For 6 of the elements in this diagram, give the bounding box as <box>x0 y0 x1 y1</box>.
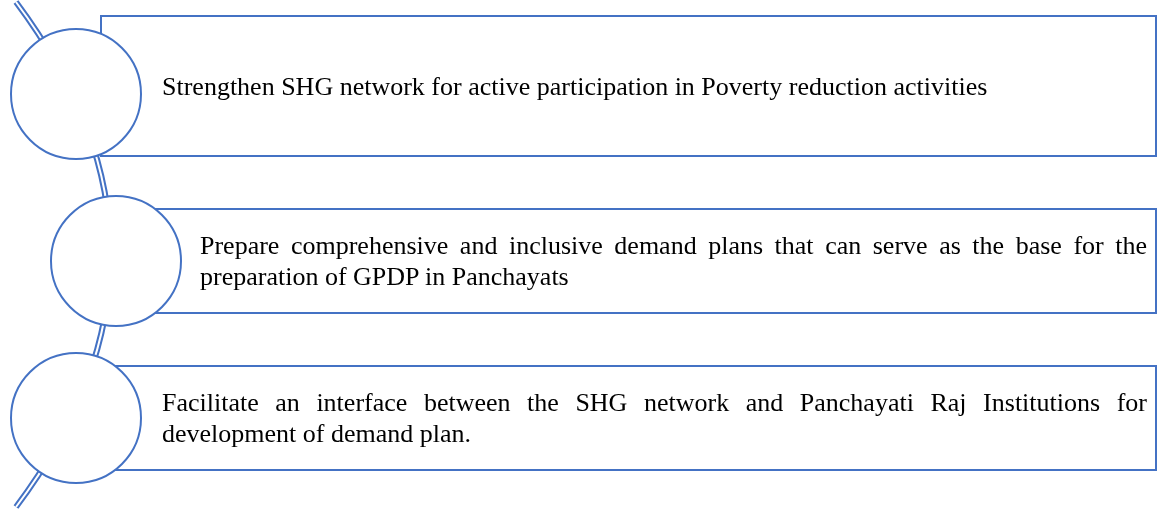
list-text: Prepare comprehensive and inclusive demand plans that can serve as the base for the preparation of GPDP in Panchayats <box>200 230 1147 292</box>
list-box <box>142 15 1157 157</box>
list-box <box>142 365 1157 471</box>
list-text: Facilitate an interface between the SHG network and Panchayati Raj Institutions for development of demand plan. <box>162 387 1147 449</box>
list-text: Strengthen SHG network for active participation in Poverty reduction activities <box>162 70 988 102</box>
list-box <box>182 208 1157 314</box>
